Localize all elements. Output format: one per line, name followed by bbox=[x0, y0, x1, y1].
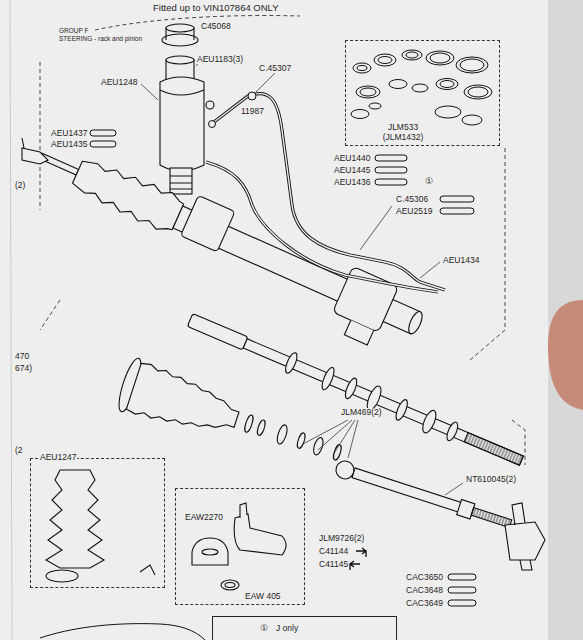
part-number: STEERING - rack and pinion bbox=[58, 35, 143, 42]
part-number: 11987 bbox=[240, 107, 265, 116]
fasteners bbox=[90, 92, 476, 606]
group-box: EAW2270EAW 405 bbox=[175, 488, 305, 605]
pipe-bore bbox=[206, 94, 445, 292]
box-label: ① bbox=[259, 624, 269, 634]
part-number: C.45307 bbox=[258, 64, 292, 73]
group-box: ① J only bbox=[212, 616, 397, 640]
part-number: AEU2519 bbox=[395, 207, 433, 216]
part-number: 470 bbox=[14, 352, 30, 361]
part-number: CAC3649 bbox=[405, 599, 444, 608]
part-number: AEU1183(3) bbox=[196, 55, 244, 64]
boot-kit bbox=[46, 470, 155, 582]
finger bbox=[548, 300, 583, 410]
tie-rod-end bbox=[22, 138, 48, 164]
page-edge bbox=[10, 0, 12, 640]
part-number: CAC3650 bbox=[405, 573, 444, 582]
part-number: AEU1445 bbox=[333, 166, 371, 175]
seal-kit bbox=[351, 50, 492, 125]
leader-lines bbox=[141, 62, 463, 495]
rack-shaft bbox=[185, 308, 527, 473]
part-number: GROUP F bbox=[58, 27, 90, 34]
part-number: AEU1440 bbox=[333, 154, 371, 163]
part-number: NT610045(2) bbox=[465, 475, 517, 484]
pipe bbox=[206, 94, 445, 292]
box-label: J only bbox=[275, 624, 299, 634]
group-box: AEU1247 bbox=[30, 458, 165, 588]
part-number: (2 bbox=[14, 446, 24, 455]
part-number: C41144 bbox=[318, 547, 349, 556]
part-number: JLM9726(2) bbox=[318, 534, 365, 543]
part-number: AEU1435 bbox=[50, 140, 88, 149]
part-number: CAC3648 bbox=[405, 586, 444, 595]
page-title: Fitted up to VIN107864 ONLY bbox=[152, 3, 280, 13]
box-label: EAW2270 bbox=[184, 513, 224, 523]
table-ground bbox=[548, 0, 583, 640]
part-number: C.45306 bbox=[395, 195, 429, 204]
car-outline bbox=[40, 624, 205, 640]
rack-housing bbox=[25, 130, 432, 361]
group-outline bbox=[40, 16, 525, 465]
valve-housing bbox=[160, 24, 214, 194]
part-number: ① bbox=[424, 177, 434, 186]
box-label: EAW 405 bbox=[244, 592, 282, 602]
part-number: C45068 bbox=[200, 22, 232, 31]
part-number: C41145 bbox=[318, 560, 349, 569]
inner-tie-rod bbox=[334, 459, 514, 533]
box-label: AEU1247 bbox=[39, 453, 77, 463]
part-number: JLM469(2) bbox=[340, 408, 383, 417]
group-box: JLM533 (JLM1432) bbox=[345, 40, 500, 146]
direction-arrows bbox=[350, 548, 366, 570]
ball-joint bbox=[505, 503, 545, 570]
bellows bbox=[115, 356, 349, 480]
part-number: AEU1434 bbox=[442, 256, 480, 265]
box-label: JLM533 (JLM1432) bbox=[376, 123, 430, 143]
part-number: AEU1437 bbox=[50, 129, 88, 138]
part-number: AEU1436 bbox=[333, 178, 371, 187]
part-number: (2) bbox=[14, 181, 26, 190]
part-number: 674) bbox=[14, 364, 33, 373]
part-number: AEU1248 bbox=[100, 78, 138, 87]
